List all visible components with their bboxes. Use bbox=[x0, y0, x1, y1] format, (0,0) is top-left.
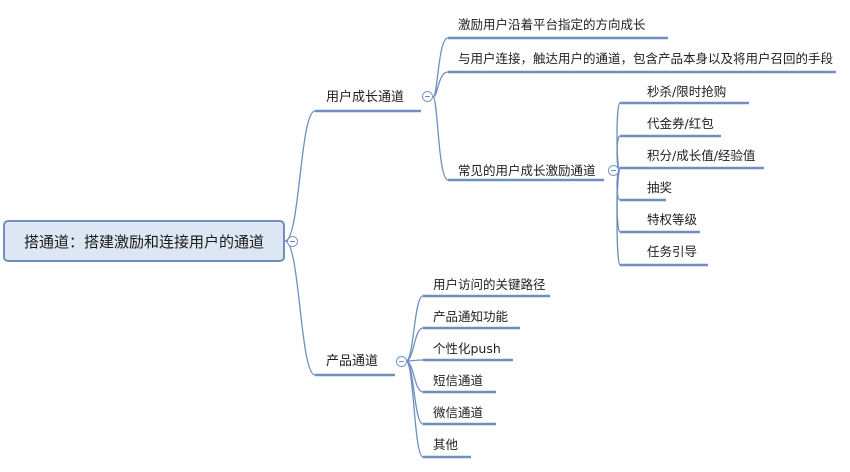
topic-node[interactable]: 特权等级 bbox=[647, 212, 698, 227]
topic-node[interactable]: 与用户连接，触达用户的通道，包含产品本身以及将用户召回的手段 bbox=[458, 51, 834, 66]
root-topic[interactable]: 搭通道：搭建激励和连接用户的通道 bbox=[3, 220, 285, 262]
topic-node[interactable]: 秒杀/限时抢购 bbox=[647, 84, 727, 99]
collapse-toggle-icon[interactable] bbox=[422, 91, 433, 102]
branch-user-growth-channel[interactable]: 用户成长通道 bbox=[326, 90, 405, 105]
collapse-toggle-icon[interactable] bbox=[396, 356, 407, 367]
topic-node[interactable]: 用户访问的关键路径 bbox=[433, 277, 546, 292]
topic-node[interactable]: 产品通知功能 bbox=[433, 309, 509, 324]
topic-node[interactable]: 代金券/红包 bbox=[647, 116, 714, 131]
topic-node[interactable]: 任务引导 bbox=[647, 244, 698, 259]
topic-node[interactable]: 激励用户沿着平台指定的方向成长 bbox=[458, 17, 646, 32]
collapse-toggle-icon[interactable] bbox=[608, 165, 619, 176]
topic-node[interactable]: 个性化push bbox=[433, 341, 501, 356]
topic-node[interactable]: 抽奖 bbox=[647, 180, 673, 195]
topic-node[interactable]: 积分/成长值/经验值 bbox=[647, 148, 756, 163]
collapse-toggle-icon[interactable] bbox=[287, 236, 298, 247]
branch-product-channel[interactable]: 产品通道 bbox=[326, 354, 379, 369]
topic-node[interactable]: 常见的用户成长激励通道 bbox=[458, 163, 596, 178]
topic-node[interactable]: 其他 bbox=[433, 437, 459, 452]
topic-node[interactable]: 短信通道 bbox=[433, 373, 484, 388]
topic-node[interactable]: 微信通道 bbox=[433, 405, 484, 420]
